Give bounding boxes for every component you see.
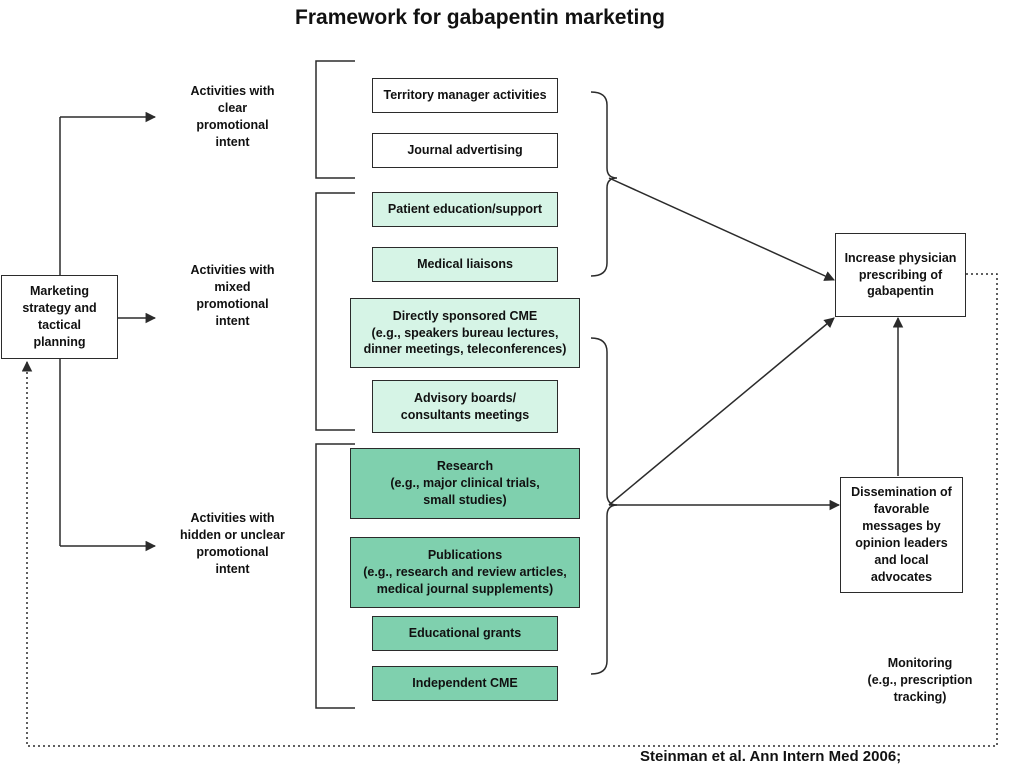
monitoring-feedback-loop (21, 273, 998, 747)
arrow-brace-lower-to-prescribing (608, 317, 835, 506)
bracket-clear (315, 60, 355, 179)
activity-medical-liaisons: Medical liaisons (372, 247, 558, 282)
activity-directly-sponsored-cme: Directly sponsored CME (e.g., speakers b… (350, 298, 580, 368)
activity-research: Research (e.g., major clinical trials, s… (350, 448, 580, 519)
activity-advisory-boards: Advisory boards/ consultants meetings (372, 380, 558, 433)
activity-territory-manager: Territory manager activities (372, 78, 558, 113)
marketing-planning-box: Marketing strategy and tactical planning (1, 275, 118, 359)
activity-independent-cme: Independent CME (372, 666, 558, 701)
activity-educational-grants: Educational grants (372, 616, 558, 651)
bracket-hidden (315, 443, 355, 709)
outcome-increase-prescribing: Increase physician prescribing of gabape… (835, 233, 966, 317)
outcome-dissemination: Dissemination of favorable messages by o… (840, 477, 963, 593)
activity-publications: Publications (e.g., research and review … (350, 537, 580, 608)
monitoring-label: Monitoring (e.g., prescription tracking) (867, 656, 973, 704)
bracket-mixed (315, 192, 355, 431)
arrow-brace-upper-to-prescribing (608, 177, 835, 281)
brace-upper (590, 91, 618, 277)
brace-lower (590, 337, 618, 675)
citation: Steinman et al. Ann Intern Med 2006; (640, 748, 902, 765)
activity-journal-advertising: Journal advertising (372, 133, 558, 168)
diagram-title: Framework for gabapentin marketing (295, 6, 665, 29)
intent-label-hidden: Activities with hidden or unclear promot… (180, 511, 285, 576)
intent-label-mixed: Activities with mixed promotional intent (190, 263, 275, 328)
activity-patient-education: Patient education/support (372, 192, 558, 227)
intent-label-clear: Activities with clear promotional intent (190, 84, 275, 149)
